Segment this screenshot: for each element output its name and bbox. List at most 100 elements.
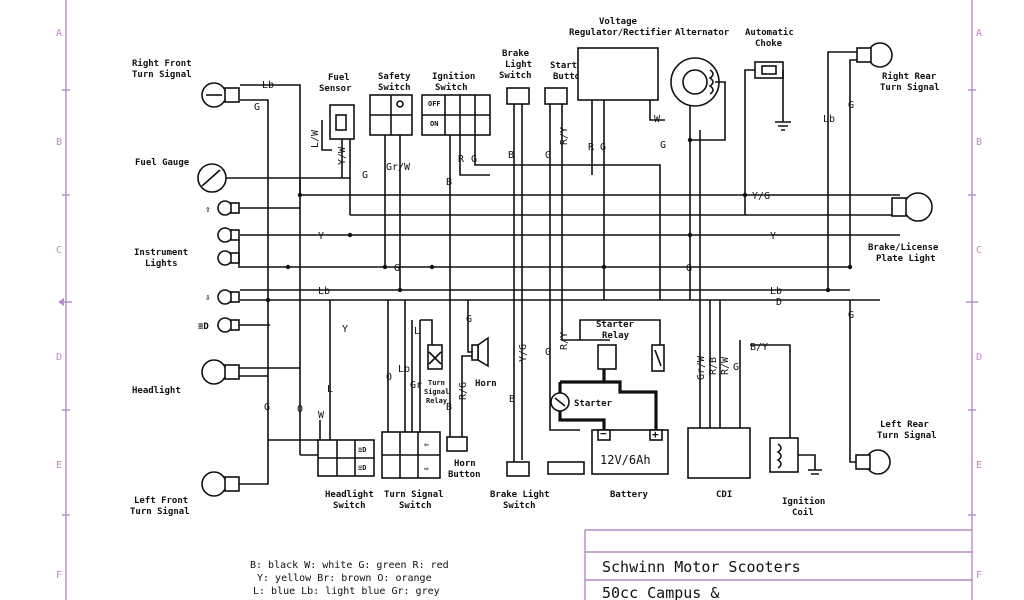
row-marker-f-right: F (976, 570, 982, 581)
label-brake-license-2: Plate Light (876, 253, 936, 264)
junction-dots (265, 137, 853, 303)
battery-plus: + (652, 428, 659, 441)
label-starter-relay-2: Relay (602, 331, 630, 341)
wire-label-g-reg: G (600, 142, 606, 153)
legend-line-2: Y: yellow Br: brown O: orange (257, 573, 432, 584)
label-right-front-turn-2: Turn Signal (132, 69, 192, 80)
wire-relay-feed (420, 319, 433, 345)
alternator (670, 57, 726, 300)
label-ignition-switch: Ignition (432, 71, 475, 82)
label-headlight-switch: Headlight (325, 489, 374, 500)
cdi (687, 130, 791, 479)
label-starter: Starter (574, 399, 613, 409)
wire-label-y-w: Y/W (337, 146, 348, 165)
instrument-light-2 (217, 227, 240, 243)
wire-g-rf (240, 99, 269, 460)
label-starter-relay: Starter (596, 320, 635, 330)
label-instrument-lights-2: Lights (145, 258, 178, 269)
label-turn-relay: Turn (428, 379, 445, 387)
wire-label-l-hl: L (327, 384, 333, 395)
wire-label-b-ign: B (446, 177, 452, 188)
label-left-rear-turn-2: Turn Signal (877, 430, 937, 441)
right-front-turn-signal (201, 82, 240, 108)
row-marker-a-right: A (976, 28, 982, 39)
voltage-regulator (577, 47, 665, 300)
svg-text:≡D: ≡D (358, 464, 366, 472)
instrument-light-4 (217, 289, 240, 305)
label-battery: Battery (610, 490, 649, 500)
wire-label-g-horn: G (466, 314, 472, 325)
wire-label-g-rel: G (545, 347, 551, 358)
turn-signal-switch: ⇦ ⇨ (381, 431, 441, 479)
wire-label-r-w-cdi: R/W (720, 356, 731, 375)
label-brake-switch-top-3: Switch (499, 70, 532, 81)
instrument-light-1 (217, 200, 300, 216)
row-marker-a-left: A (56, 28, 62, 39)
starter-button (544, 87, 610, 431)
wire-label-w-reg: W (654, 114, 661, 125)
instrument-light-5 (217, 317, 270, 333)
wire-label-g-main: G (394, 263, 400, 274)
wire-label-r-reg: R (588, 142, 595, 153)
label-starter-button: Starter (550, 61, 589, 71)
automatic-choke (744, 61, 791, 215)
label-auto-choke-2: Choke (755, 39, 783, 49)
label-brake-switch-bottom: Brake Light (490, 489, 550, 500)
wire-label-o-ts: O (386, 372, 392, 383)
label-headlight: Headlight (132, 385, 181, 396)
icon-headlight-beam: ≡D (198, 322, 209, 332)
horn (461, 300, 489, 440)
label-left-front-turn-2: Turn Signal (130, 506, 190, 517)
wire-label-y-right: Y (770, 231, 776, 242)
icon-down-arrow: ⇩ (205, 293, 210, 303)
wire-y-g (299, 180, 900, 196)
title-model: 50cc Campus & (602, 584, 719, 600)
label-fuel-sensor: Fuel (328, 73, 350, 83)
battery-rating: 12V/6Ah (600, 453, 651, 467)
row-marker-c-left: C (56, 245, 62, 256)
wire-label-g-fs: G (362, 170, 368, 181)
wire-label-gr-w: Gr/W (386, 162, 411, 173)
label-turn-relay-2: Signal (424, 388, 449, 396)
wire-label-g-rf: G (254, 102, 260, 113)
label-ignition-switch-2: Switch (435, 82, 468, 93)
ignition-switch (421, 94, 661, 300)
wire-label-g-mid: G (686, 263, 692, 274)
label-right-rear-turn-2: Turn Signal (880, 82, 940, 93)
wire-label-l-w: L/W (310, 129, 321, 148)
row-marker-e-right: E (976, 460, 982, 471)
label-voltage-reg-2: Regulator/Rectifier (569, 27, 673, 38)
label-right-rear-turn: Right Rear (882, 71, 937, 82)
wire-label-gr-w-cdi: Gr/W (696, 355, 707, 380)
wire-label-g-rr: G (848, 100, 854, 111)
left-front-turn-signal (201, 460, 269, 497)
turn-signal-relay (427, 344, 443, 370)
brake-light-switch-bottom (506, 461, 530, 477)
instrument-light-3 (217, 250, 240, 266)
wire-label-y-head: Y (342, 324, 348, 335)
svg-text:⇦: ⇦ (424, 440, 429, 449)
wire-label-y-g-brk: Y/G (518, 344, 529, 362)
label-fuel-sensor-2: Sensor (319, 84, 352, 94)
starter-motor (550, 392, 570, 412)
row-marker-f-left: F (56, 570, 62, 581)
wire-label-g-cdi: G (733, 362, 739, 373)
label-left-front-turn: Left Front (134, 496, 188, 506)
label-safety-switch: Safety (378, 72, 411, 82)
wire-label-r-y-st: R/Y (559, 127, 570, 145)
label-fuel-gauge: Fuel Gauge (135, 158, 190, 168)
ignition-coil (769, 437, 822, 475)
horn-button (446, 300, 468, 452)
title-company: Schwinn Motor Scooters (602, 558, 801, 576)
label-horn: Horn (475, 379, 497, 389)
wire-label-b-y-cdi: B/Y (750, 342, 768, 353)
headlight (201, 359, 300, 385)
wire-label-g-alt: G (660, 140, 666, 151)
row-marker-b-right: B (976, 137, 982, 148)
wire-label-y-main: Y (318, 231, 324, 242)
wire-label-b-horn: B (446, 402, 452, 413)
starter-positive-heavy (602, 369, 658, 430)
wire-lb-top (240, 84, 301, 455)
wire-label-l-ts: L (414, 326, 420, 337)
